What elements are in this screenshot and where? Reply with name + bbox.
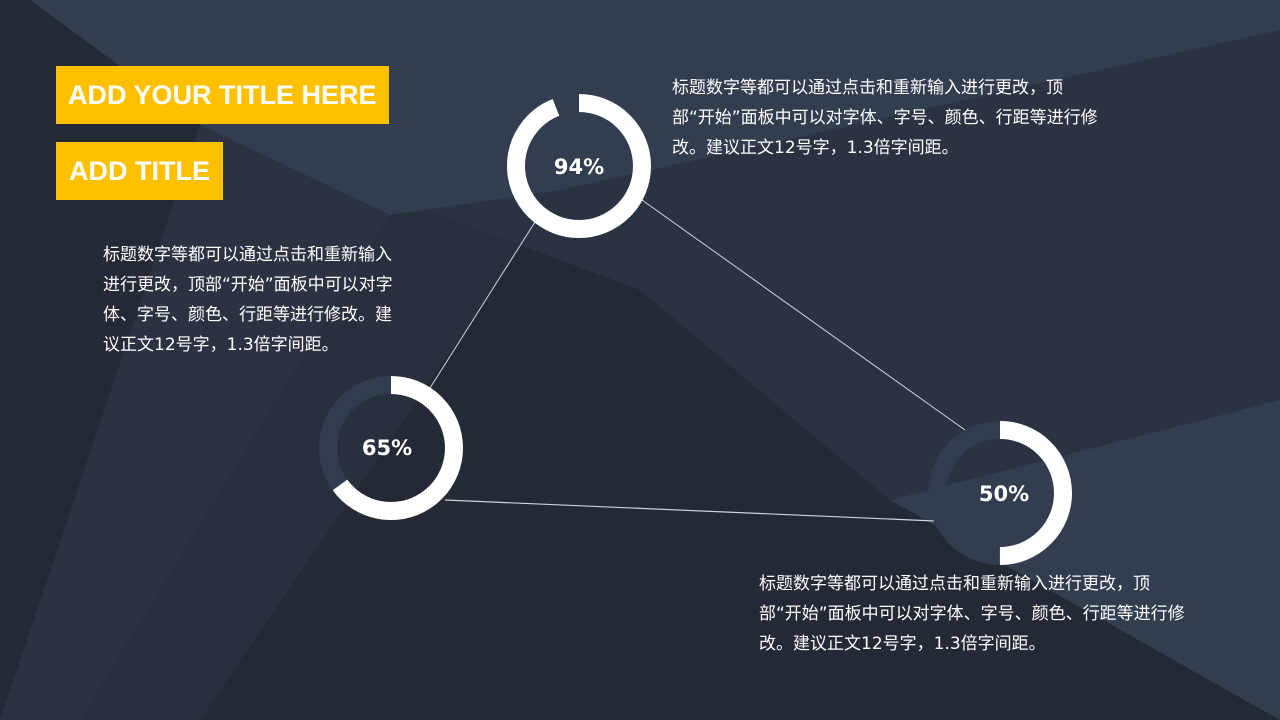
donut-label-50: 50% xyxy=(978,482,1030,506)
donut-ring-50 xyxy=(928,421,1072,565)
text-left[interactable]: 标题数字等都可以通过点击和重新输入进行更改，顶部“开始”面板中可以对字体、字号、… xyxy=(103,245,393,355)
donut-label-65: 65% xyxy=(361,436,413,460)
text-bottom-right[interactable]: 标题数字等都可以通过点击和重新输入进行更改，顶部“开始”面板中可以对字体、字号、… xyxy=(759,574,1185,654)
connector-lines xyxy=(429,199,966,522)
donut-label-94: 94% xyxy=(553,155,605,179)
connector-line xyxy=(444,499,936,522)
donut-ring-94 xyxy=(507,94,651,238)
connector-line xyxy=(641,199,966,431)
main-title[interactable]: ADD YOUR TITLE HERE xyxy=(56,66,389,124)
connector-line xyxy=(429,221,536,389)
donut-ring-65 xyxy=(319,376,463,520)
sub-title[interactable]: ADD TITLE xyxy=(56,142,223,200)
text-top-right[interactable]: 标题数字等都可以通过点击和重新输入进行更改，顶部“开始”面板中可以对字体、字号、… xyxy=(672,78,1098,158)
